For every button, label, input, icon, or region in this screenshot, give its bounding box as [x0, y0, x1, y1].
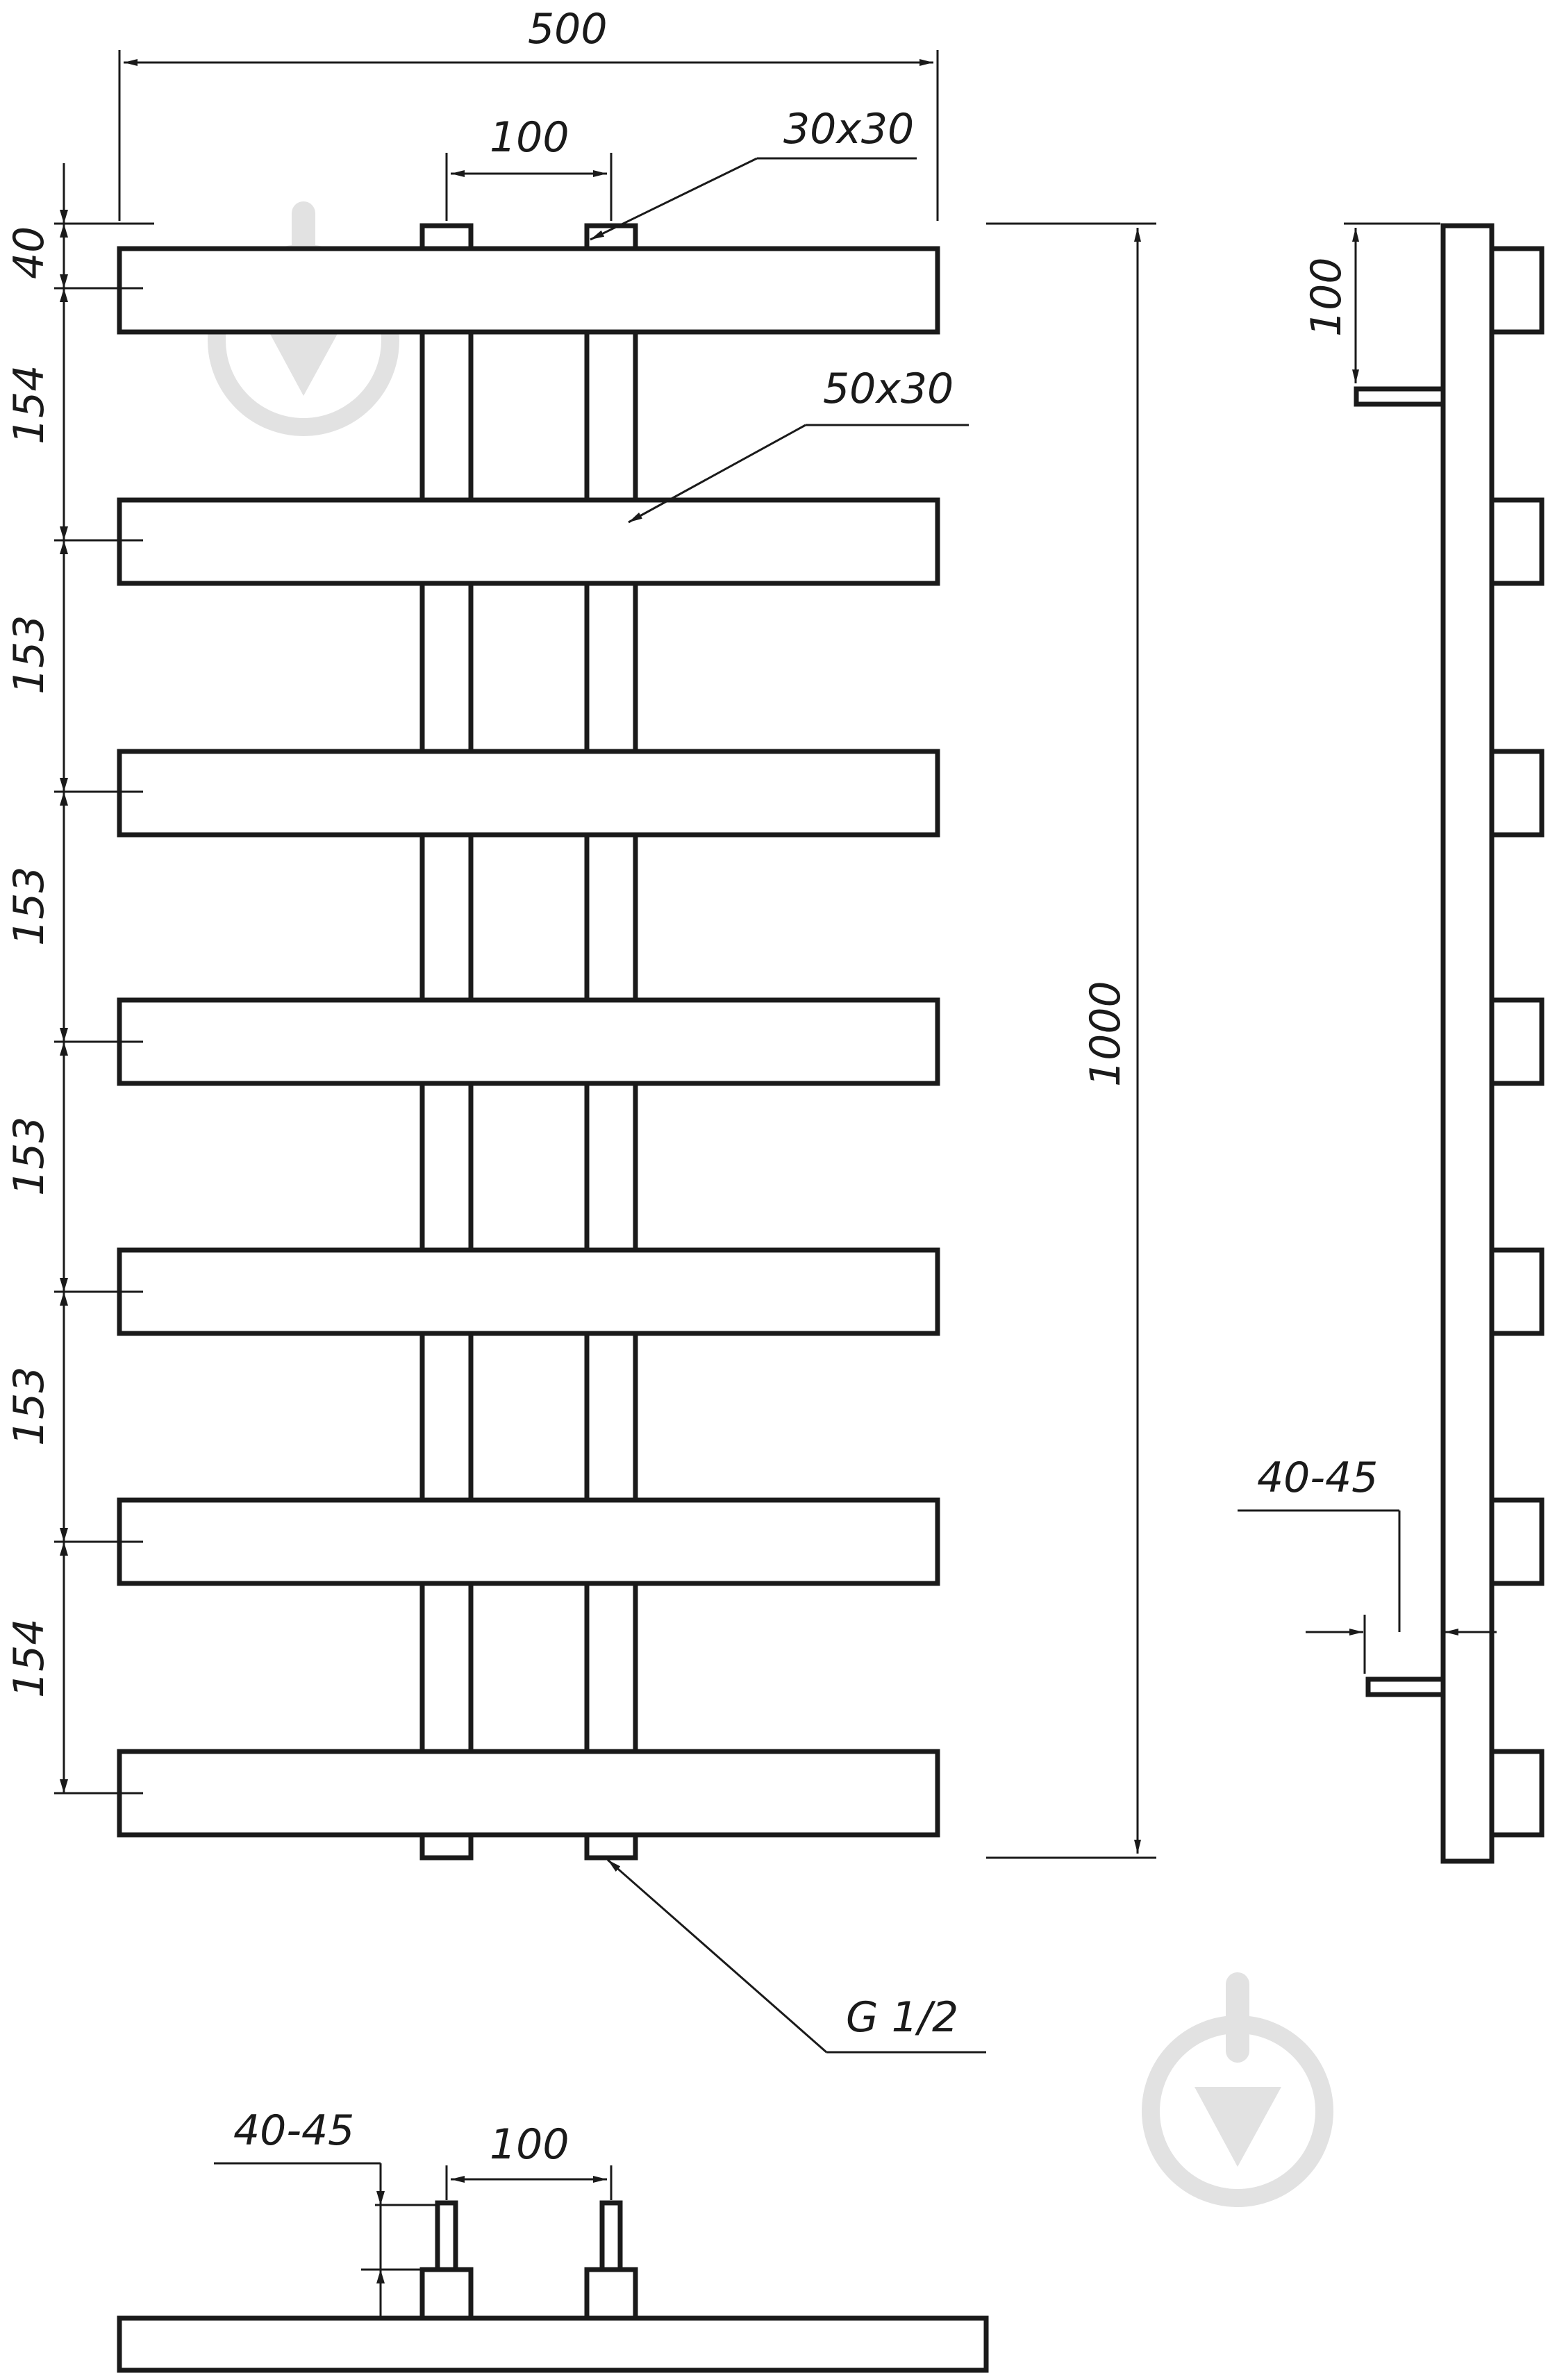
- dim-pitch-3: 153: [5, 866, 53, 946]
- side-bar-3: [1489, 749, 1545, 838]
- side-bar-5: [1489, 1247, 1545, 1336]
- bottom-bar: [117, 2315, 989, 2373]
- watermark-icon: [1142, 1972, 1333, 2207]
- dim-pitch-4: 153: [5, 1116, 53, 1196]
- bar-4: [117, 997, 940, 1086]
- label-bar-section: 50x30: [823, 365, 954, 413]
- bar-5: [117, 1247, 940, 1336]
- side-bar-2: [1489, 497, 1545, 586]
- label-pipe-section: 30x30: [783, 105, 914, 153]
- vertical-pitch-dimensions: 40 154 153 153 153 153 154: [5, 163, 154, 1795]
- bottom-fitting-left: [435, 2200, 458, 2272]
- bottom-pipe-left: [419, 2267, 474, 2321]
- bar-7: [117, 1749, 940, 1838]
- side-bar-1: [1489, 246, 1545, 335]
- dim-pitch-6: 154: [5, 1618, 53, 1698]
- side-collector: [1440, 223, 1495, 1864]
- dim-overall-width: 500: [528, 5, 608, 53]
- bar-6: [117, 1497, 940, 1586]
- dim-side-offset: 100: [1302, 257, 1351, 337]
- dim-pitch-5: 153: [5, 1366, 53, 1446]
- front-view: 500 100 30x30 50x30: [5, 5, 1156, 2054]
- side-bar-4: [1489, 997, 1545, 1086]
- dim-pitch-1: 154: [5, 365, 53, 444]
- wall-bracket-top: [1354, 386, 1446, 407]
- horizontal-bars: [117, 246, 940, 1838]
- label-connection-thread: G 1/2: [846, 1993, 958, 2042]
- side-bar-7: [1489, 1749, 1545, 1838]
- dim-top-offset: 40: [5, 226, 53, 279]
- bottom-pipe-right: [584, 2267, 638, 2321]
- side-bar-6: [1489, 1497, 1545, 1586]
- side-view: 100 40-45: [1238, 222, 1545, 1864]
- dim-overall-height: 1000: [1081, 981, 1130, 1087]
- bottom-view: 40-45 100: [117, 2106, 989, 2373]
- bar-2: [117, 497, 940, 586]
- bar-1: [117, 246, 940, 335]
- dim-pitch-2: 153: [5, 615, 53, 694]
- wall-bracket-bottom: [1365, 1676, 1446, 1697]
- dim-pipe-spacing-bottom: 100: [490, 2120, 569, 2169]
- dim-pipe-spacing-top: 100: [490, 113, 569, 162]
- bar-3: [117, 749, 940, 838]
- dim-side-distance: 40-45: [1257, 1454, 1378, 1502]
- bottom-fitting-right: [599, 2200, 623, 2272]
- dim-bottom-distance: 40-45: [233, 2106, 354, 2155]
